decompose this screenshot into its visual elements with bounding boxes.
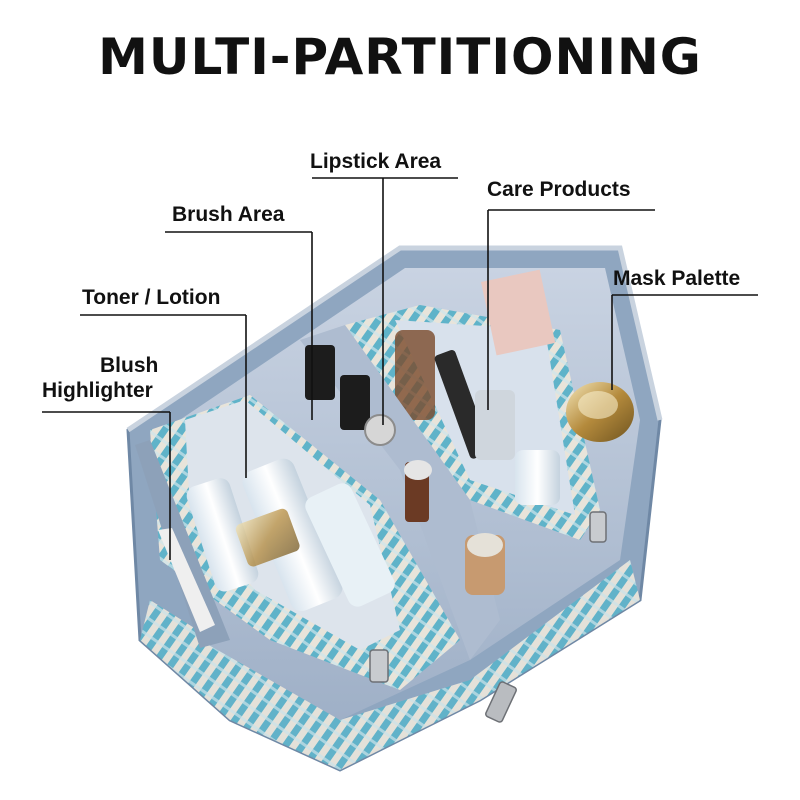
label-toner-lotion: Toner / Lotion bbox=[82, 286, 221, 309]
care-products-pocket bbox=[345, 269, 600, 540]
label-highlighter: Highlighter bbox=[42, 379, 153, 402]
label-blush: Blush bbox=[100, 354, 159, 377]
toner-lotion-pocket bbox=[150, 395, 460, 690]
label-brush-area: Brush Area bbox=[172, 203, 285, 226]
label-mask-palette: Mask Palette bbox=[613, 267, 741, 290]
page-title: MULTI-PARTITIONING bbox=[98, 28, 702, 86]
label-lipstick-area: Lipstick Area bbox=[310, 150, 442, 173]
label-care-products: Care Products bbox=[487, 178, 631, 201]
callout-lines bbox=[42, 177, 758, 560]
mask-palette-jar bbox=[566, 382, 634, 442]
zipper-pull bbox=[369, 511, 607, 723]
blush-highlighter-strip bbox=[135, 440, 230, 648]
